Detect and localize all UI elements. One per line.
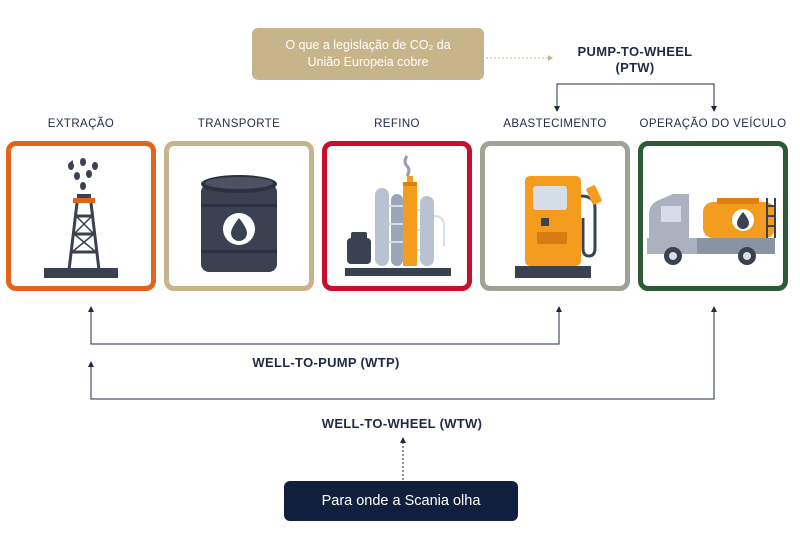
well-to-pump-label: WELL-TO-PUMP (WTP) — [252, 355, 400, 370]
ptw-line2: (PTW) — [615, 60, 655, 75]
wtw-arrow-right — [711, 306, 717, 312]
refinery-icon — [345, 155, 451, 276]
pump-to-wheel-label: PUMP-TO-WHEEL (PTW) — [560, 44, 710, 76]
stage-card-abastecimento — [480, 141, 630, 291]
ptw-arrow-left — [554, 106, 560, 112]
stage-label-extracao: EXTRAÇÃO — [47, 118, 115, 130]
scania-focus-button-label: Para onde a Scania olha — [321, 493, 481, 509]
oil-barrel-icon — [201, 175, 277, 272]
stage-card-operacao — [638, 141, 788, 291]
wtp-arrow-right — [556, 306, 562, 312]
scania-focus-button[interactable]: Para onde a Scania olha — [284, 481, 518, 521]
ptw-line1: PUMP-TO-WHEEL — [577, 44, 693, 59]
eu-to-ptw-arrowhead — [548, 55, 553, 61]
scania-arrowhead — [400, 437, 406, 443]
wtp-bracket — [90, 307, 560, 345]
oil-rig-icon — [44, 158, 118, 278]
stage-label-refino: REFINO — [374, 118, 420, 130]
wtp-arrow-left — [88, 306, 94, 312]
tanker-truck-icon — [647, 194, 776, 265]
wtw-arrow-left — [88, 361, 94, 367]
fuel-pump-icon — [515, 176, 602, 278]
eu-note-line1: O que a legislação de CO₂ da — [285, 38, 451, 52]
well-to-wheel-label: WELL-TO-WHEEL (WTW) — [321, 416, 483, 431]
stage-label-abastecimento: ABASTECIMENTO — [503, 118, 607, 130]
stage-label-transporte: TRANSPORTE — [197, 118, 281, 130]
ptw-bracket — [556, 83, 715, 111]
ptw-arrow-right — [711, 106, 717, 112]
stage-card-refino — [322, 141, 472, 291]
stage-label-operacao: OPERAÇÃO DO VEÍCULO — [639, 118, 787, 130]
eu-legislation-note: O que a legislação de CO₂ da União Europ… — [252, 28, 484, 80]
stage-card-transporte — [164, 141, 314, 291]
stage-card-extracao — [6, 141, 156, 291]
eu-note-line2: União Europeia cobre — [307, 55, 429, 69]
wtw-bracket — [90, 307, 715, 400]
